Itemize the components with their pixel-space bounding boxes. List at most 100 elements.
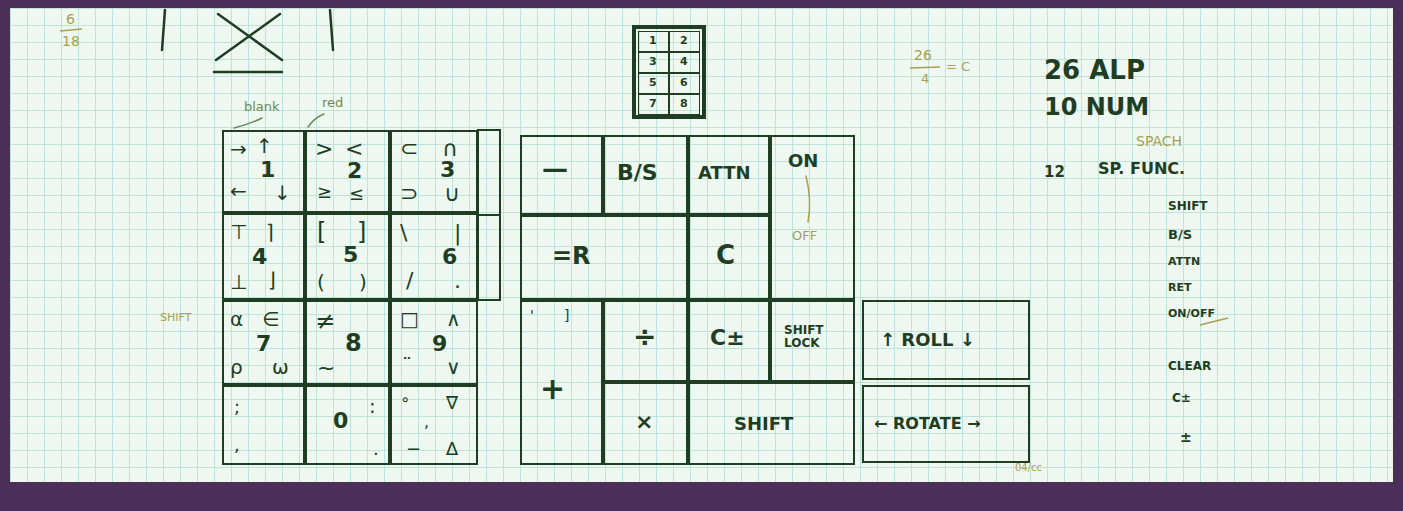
key-legend: ∈ [262, 308, 279, 330]
key-legend: / [406, 269, 413, 293]
keypad-cell: 2 [669, 31, 700, 52]
key-legend: ρ [230, 356, 243, 378]
key-legend: ÷ [633, 322, 656, 353]
key: SHIFT [688, 382, 855, 465]
key-legend: 4 [680, 56, 688, 68]
key-legend: ~ [317, 356, 335, 380]
key-legend: ⊂ [400, 137, 418, 161]
key-legend: − [406, 439, 421, 459]
note: 26 [914, 48, 932, 63]
keypad-cell: 5 [638, 73, 669, 94]
note: CLEAR [1168, 360, 1211, 373]
key-legend: → [230, 138, 247, 160]
key-legend: SHIFT LOCK [784, 324, 846, 350]
graph-paper [10, 8, 1393, 482]
key: →↑1←↓ [222, 130, 305, 213]
key: □∧9¨∨ [390, 300, 478, 385]
key-legend: ∆ [446, 439, 458, 459]
note: ATTN [1168, 256, 1200, 268]
note: ON/OFF [1168, 308, 1215, 320]
note: 04/cc [1015, 462, 1042, 473]
key-legend: 3 [649, 56, 657, 68]
key: C [688, 215, 770, 300]
key: []5() [305, 213, 390, 300]
key: ']+ [520, 300, 603, 465]
note: 18 [62, 34, 80, 49]
key-legend: 5 [343, 243, 358, 267]
sketch-line [214, 71, 282, 74]
key-legend: ; [234, 397, 240, 417]
key-legend: ≥ [317, 182, 332, 202]
key-legend: ¨ [402, 354, 412, 376]
key-legend: . [454, 269, 461, 293]
keypad-cell: 4 [669, 52, 700, 73]
key: SHIFT LOCK [770, 300, 855, 382]
key: ↑ ROLL ↓ [862, 300, 1030, 380]
key-legend: 7 [256, 332, 271, 356]
key-legend: 6 [442, 245, 457, 269]
key: ONOFF [770, 135, 855, 300]
key-legend: ∧ [446, 308, 461, 330]
key-legend: ∨ [446, 356, 461, 378]
key-legend: . [373, 439, 379, 459]
key: =R [520, 215, 688, 300]
key-legend: [ [317, 219, 326, 245]
key-legend: 7 [649, 98, 657, 110]
key: ≠8~ [305, 300, 390, 385]
keypad-frame [634, 27, 704, 117]
key-strip [478, 214, 500, 216]
key: \|6/. [390, 213, 478, 300]
key-legend: 3 [440, 158, 455, 182]
note: SP. FUNC. [1098, 160, 1185, 178]
key: α∈7ρω [222, 300, 305, 385]
key-legend: ∇ [446, 393, 458, 413]
key-legend: ] [357, 219, 366, 245]
key-legend: ⊤ [230, 221, 247, 243]
key-legend: — [542, 155, 568, 184]
key-legend: ⊃ [400, 182, 418, 206]
note: 4 [921, 72, 929, 86]
sketch-line [162, 10, 165, 50]
keypad-cell: 6 [669, 73, 700, 94]
key-legend: ' [530, 308, 534, 323]
sketch-line [330, 10, 333, 50]
key-legend: < [345, 137, 363, 161]
key-legend: : [369, 395, 376, 417]
leader-line [308, 114, 324, 127]
note: 12 [1044, 164, 1065, 181]
key-legend: =R [552, 243, 591, 269]
note: blank [244, 100, 280, 114]
note: 10 NUM [1044, 94, 1149, 120]
key-legend: ω [272, 356, 289, 378]
keypad-cell: 1 [638, 31, 669, 52]
key-legend: ⊥ [230, 271, 247, 293]
key: — [520, 135, 603, 215]
sketch-line [216, 14, 280, 60]
key-legend: 1 [649, 35, 657, 47]
note: SHIFT [1168, 200, 1208, 213]
fraction-bar [60, 29, 82, 31]
key-legend: 8 [345, 330, 362, 356]
key-strip [478, 130, 500, 300]
key-legend: 6 [680, 77, 688, 89]
key-legend: B/S [617, 161, 658, 185]
keypad-cell: 3 [638, 52, 669, 73]
fraction-bar [910, 67, 940, 68]
note: SHIFT [160, 312, 191, 324]
key-legend: ← [230, 180, 247, 202]
key: 0:. [305, 385, 390, 465]
note: B/S [1168, 228, 1192, 242]
key: C± [688, 300, 770, 382]
key-legend: OFF [792, 229, 817, 243]
key-legend: SHIFT [734, 414, 793, 434]
key-legend: ← ROTATE → [874, 415, 981, 433]
key-legend: 2 [347, 159, 362, 183]
key-legend: > [315, 137, 333, 161]
key-legend: C± [710, 326, 745, 350]
key-legend: \ [400, 221, 407, 245]
key: ÷ [603, 300, 688, 382]
keypad-cell: 8 [669, 94, 700, 115]
key-legend: 1 [260, 158, 275, 182]
key: × [603, 382, 688, 465]
key-legend: 8 [680, 98, 688, 110]
